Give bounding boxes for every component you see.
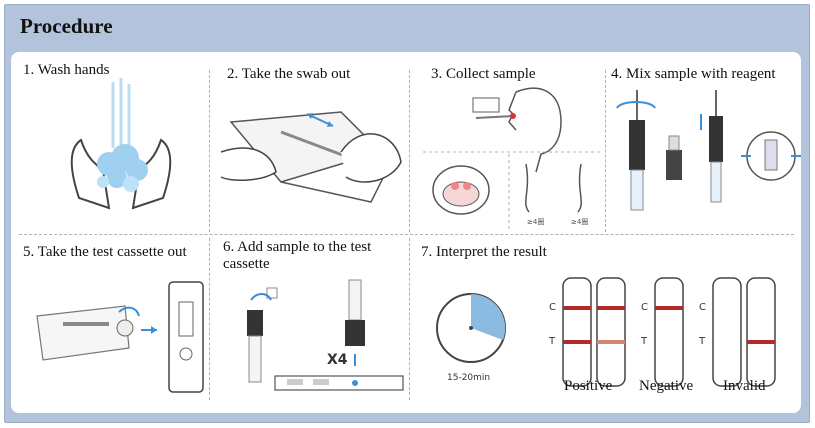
mix-reagent-illustration [616, 90, 801, 211]
result-strips: C T C T C T [548, 277, 776, 387]
c-mark: C [549, 302, 556, 313]
step-1-label: 1. Wash hands [23, 62, 110, 78]
step-7-label: 7. Interpret the result [421, 244, 547, 260]
cassette-pouch-illustration [36, 281, 204, 393]
step-4-label: 4. Mix sample with reagent [611, 66, 776, 82]
divider [209, 70, 210, 232]
negative-label: Negative [639, 378, 694, 394]
nostril-mark-left: ≥4圈 [527, 218, 544, 226]
nostril-mark-right: ≥4圈 [571, 218, 588, 226]
positive-label: Positive [564, 378, 613, 394]
step-6-label: 6. Add sample to the test cassette [223, 239, 372, 272]
step-3-label: 3. Collect sample [431, 66, 536, 82]
step-2-label: 2. Take the swab out [227, 66, 351, 82]
t-mark: T [548, 336, 556, 347]
invalid-label: Invalid [723, 378, 766, 394]
steps-panel: 1. Wash hands 2. Take the swab out 3. Co… [11, 52, 801, 413]
c-mark: C [699, 302, 706, 313]
divider [409, 70, 410, 232]
divider [19, 234, 794, 235]
wash-hands-illustration [70, 78, 172, 210]
divider [409, 238, 410, 400]
page-title: Procedure [20, 14, 113, 38]
swab-pack-illustration [220, 111, 402, 203]
divider [209, 238, 210, 400]
add-sample-illustration: X4 [247, 279, 404, 391]
timer-illustration: 15-20min [436, 293, 506, 383]
t-mark: T [698, 336, 706, 347]
timer-label: 15-20min [447, 373, 490, 383]
multiplier-label: X4 [327, 352, 348, 368]
c-mark: C [641, 302, 648, 313]
collect-sample-illustration: ≥4圈 ≥4圈 [423, 87, 601, 230]
t-mark: T [640, 336, 648, 347]
step-5-label: 5. Take the test cassette out [23, 244, 187, 260]
divider [605, 70, 606, 232]
